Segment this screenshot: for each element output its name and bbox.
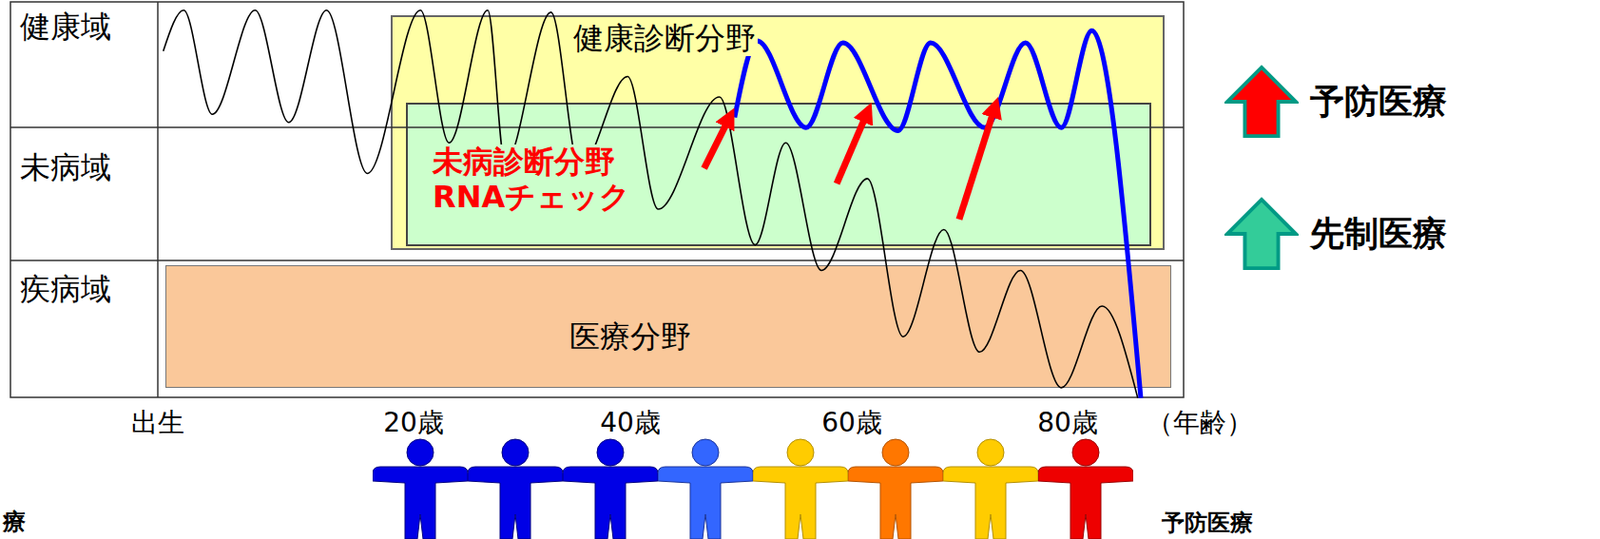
frame-divider [156, 1, 159, 398]
arrow-shape [1227, 199, 1296, 269]
legend-arrow-swatch [1224, 64, 1299, 139]
fragment-label: 予防医療 [1161, 510, 1254, 538]
person-figure [848, 439, 944, 539]
axis-tick-label: 出生 [131, 407, 185, 439]
field-box: 医療分野 [165, 265, 1172, 388]
people-row [372, 439, 1134, 539]
axis-tick-label: 40歳 [599, 407, 661, 439]
region-row-label: 未病域 [10, 127, 158, 261]
health-curve [163, 10, 1138, 399]
improvement-arrow [836, 112, 868, 184]
field-name: 未病診断分野 [430, 144, 617, 180]
arrow-shape [1227, 67, 1296, 136]
legend-text: 先制医療 [1310, 211, 1447, 258]
field-box: 健康診断分野未病診断分野RNAチェック [390, 15, 1165, 251]
legend-item: 先制医療 [1224, 196, 1447, 271]
legend-text: 予防医療 [1310, 78, 1447, 126]
improved-health-curve [734, 30, 1141, 398]
field-name: RNAチェック [430, 179, 633, 215]
region-name: 未病域 [18, 150, 114, 186]
axis-tick-label: 20歳 [383, 407, 444, 439]
person-figure [943, 439, 1039, 539]
legend-item: 予防医療 [1224, 64, 1447, 139]
axis-tick-label: 60歳 [821, 407, 883, 439]
legend-arrow-swatch [1224, 196, 1299, 271]
improvement-arrow [704, 116, 731, 169]
field-name: 医療分野 [567, 319, 694, 355]
frame-rect [10, 1, 1184, 398]
improvement-arrow [959, 107, 996, 220]
person-figure [657, 439, 753, 539]
region-row-label: 疾病域 [10, 260, 158, 398]
chart-frame [10, 1, 1184, 398]
fragment-label: 療 [2, 509, 26, 537]
axis-tick-label: 80歳 [1037, 407, 1099, 439]
field-box: 未病診断分野RNAチェック [405, 102, 1152, 247]
frame-divider [10, 126, 1184, 129]
axis-title: （年齢） [1146, 407, 1254, 439]
region-name: 健康域 [18, 9, 114, 45]
person-figure [1038, 439, 1134, 539]
person-figure [467, 439, 563, 539]
person-figure [372, 439, 468, 539]
field-name: 健康診断分野 [571, 20, 758, 57]
region-row-label: 健康域 [10, 1, 158, 128]
region-name: 疾病域 [18, 271, 114, 308]
frame-divider [10, 259, 1184, 262]
person-figure [752, 439, 849, 539]
person-figure [562, 439, 658, 539]
